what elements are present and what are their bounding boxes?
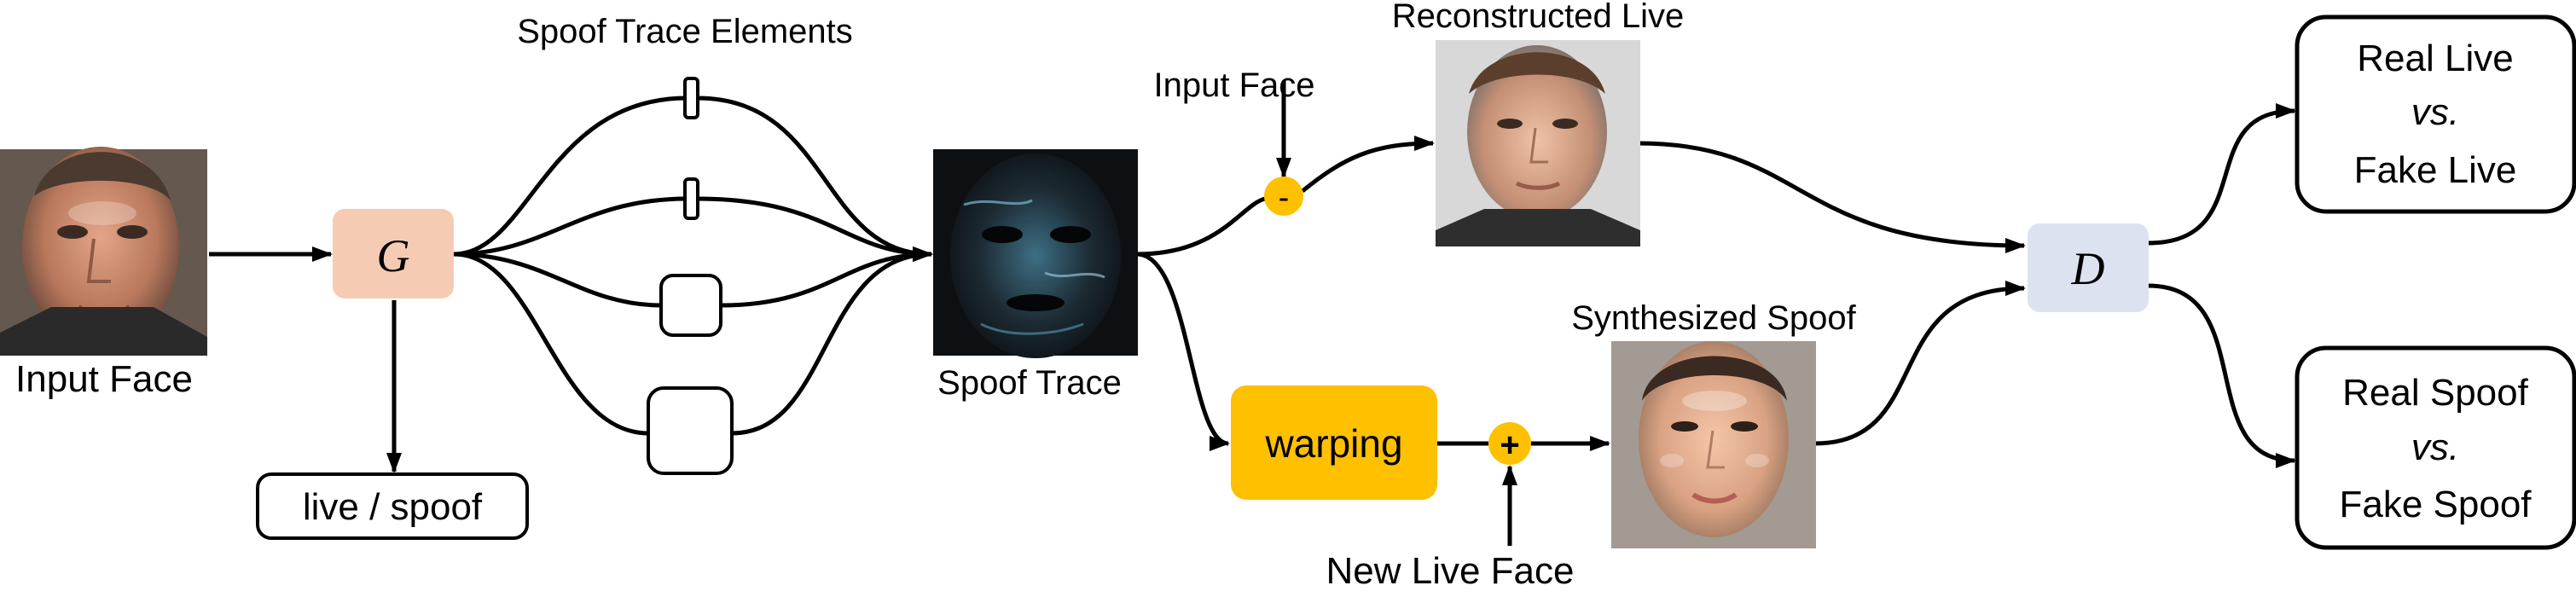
d-to-spoof-output-arrow: [2147, 283, 2296, 468]
synthesized-spoof-label: Synthesized Spoof: [1571, 299, 1856, 337]
spoof-trace-elements-label: Spoof Trace Elements: [517, 13, 853, 50]
d-to-live-output-arrow: [2147, 103, 2296, 246]
trace-element-1: [683, 77, 699, 119]
minus-to-recon-arrow: [1301, 136, 1435, 193]
generator-label: G: [377, 230, 410, 281]
generator-node: G: [333, 209, 454, 298]
plus-operator: +: [1488, 422, 1531, 465]
trace-element-3: [659, 274, 722, 337]
input-face-top-label: Input Face: [1153, 67, 1314, 104]
live-output-line-3: Fake Live: [2354, 149, 2517, 191]
live-output-node: Real Live vs. Fake Live: [2295, 14, 2576, 214]
reconstructed-live-label: Reconstructed Live: [1392, 0, 1684, 35]
live-output-line-2: vs.: [2411, 91, 2459, 133]
merge-4: [731, 246, 933, 436]
discriminator-label: D: [2071, 243, 2105, 294]
warping-label: warping: [1264, 421, 1402, 466]
live-spoof-node: live / spoof: [256, 472, 529, 540]
synthesized-spoof-image: [1611, 341, 1816, 548]
merge-3: [720, 246, 933, 308]
spoof-output-line-1: Real Spoof: [2342, 372, 2528, 414]
discriminator-node: D: [2028, 223, 2149, 312]
connectors: [209, 81, 2296, 546]
new-live-face-label: New Live Face: [1326, 550, 1574, 592]
trace-to-warping-arrow: [1136, 252, 1230, 451]
spoof-trace-label: Spoof Trace: [937, 364, 1122, 402]
merge-2: [696, 196, 933, 262]
trace-element-2: [683, 177, 699, 220]
live-spoof-label: live / spoof: [303, 486, 483, 528]
branch-2: [453, 196, 688, 257]
plus-symbol: +: [1500, 426, 1519, 464]
branch-4: [453, 252, 649, 436]
minus-operator: -: [1264, 177, 1303, 216]
merge-1: [696, 96, 933, 262]
spoof-output-node: Real Spoof vs. Fake Spoof: [2295, 345, 2576, 550]
spoof-trace-image: [933, 149, 1138, 358]
recon-to-d-arrow: [1637, 141, 2026, 253]
spoof-output-line-3: Fake Spoof: [2339, 484, 2532, 525]
input-face-left-label: Input Face: [15, 358, 193, 400]
live-output-line-1: Real Live: [2357, 38, 2513, 79]
synth-to-d-arrow: [1813, 281, 2026, 446]
warping-node: warping: [1231, 385, 1437, 500]
trace-to-minus: [1136, 196, 1266, 257]
reconstructed-live-image: [1436, 40, 1640, 246]
spoof-output-line-2: vs.: [2411, 426, 2459, 468]
trace-element-4: [647, 386, 734, 475]
minus-symbol: -: [1279, 180, 1290, 216]
branch-3: [453, 252, 662, 308]
branch-1: [453, 96, 688, 257]
input-face-image: [0, 147, 207, 356]
